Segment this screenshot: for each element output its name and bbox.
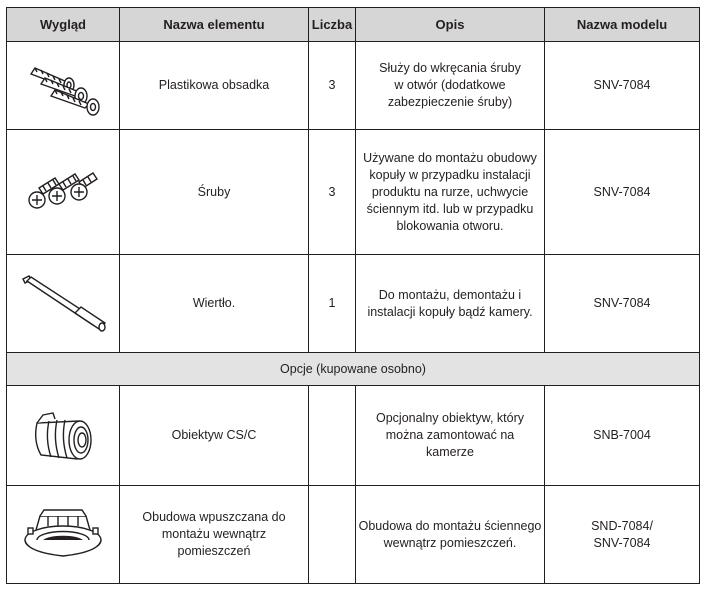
description-text: Obudowa do montażu ściennego wewnątrz po… <box>358 518 542 550</box>
header-item-name: Nazwa elementu <box>119 7 309 42</box>
item-model: SND-7084/ SNV-7084 <box>544 485 700 584</box>
lens-icon <box>34 411 92 460</box>
item-name: Obiektyw CS/C <box>119 385 309 486</box>
item-count <box>308 485 356 584</box>
appearance-cell <box>6 41 120 130</box>
item-model: SNV-7084 <box>544 254 700 353</box>
item-count: 3 <box>308 129 356 255</box>
appearance-cell <box>6 254 120 353</box>
item-description: Do montażu, demontażu i instalacji kopuł… <box>355 254 545 353</box>
item-count: 1 <box>308 254 356 353</box>
header-description: Opis <box>355 7 545 42</box>
header-appearance: Wygląd <box>6 7 120 42</box>
plastic-anchor-icon <box>29 66 100 116</box>
item-description: Używane do montażu obudowy kopuły w przy… <box>355 129 545 255</box>
options-header-row: Opcje (kupowane osobno) <box>6 352 700 386</box>
item-name: Wiertło. <box>119 254 309 353</box>
item-model: SNB-7004 <box>544 385 700 486</box>
item-count: 3 <box>308 41 356 130</box>
drill-bit-icon <box>22 274 107 332</box>
table-row: Plastikowa obsadka 3 Służy do wkręcania … <box>6 41 700 130</box>
appearance-cell <box>6 485 120 584</box>
table-row: Wiertło. 1 Do montażu, demontażu i insta… <box>6 254 700 353</box>
item-model-text: SND-7084/ SNV-7084 <box>591 518 653 550</box>
appearance-cell <box>6 129 120 255</box>
item-name: Plastikowa obsadka <box>119 41 309 130</box>
table-row: Obudowa wpuszczana do montażu wewnątrz p… <box>6 485 700 584</box>
item-description: Obudowa do montażu ściennego wewnątrz po… <box>355 485 545 584</box>
item-count <box>308 385 356 486</box>
description-text: Używane do montażu obudowy kopuły w przy… <box>363 150 537 233</box>
item-model: SNV-7084 <box>544 41 700 130</box>
item-name: Śruby <box>119 129 309 255</box>
flush-mount-housing-icon <box>24 508 102 557</box>
appearance-cell <box>6 385 120 486</box>
item-description: Służy do wkręcania śruby w otwór (dodatk… <box>355 41 545 130</box>
description-text: Służy do wkręcania śruby w otwór (dodatk… <box>379 61 521 109</box>
table-row: Obiektyw CS/C Opcjonalny obiektyw, który… <box>6 385 700 486</box>
header-count: Liczba <box>308 7 356 42</box>
item-model: SNV-7084 <box>544 129 700 255</box>
item-name: Obudowa wpuszczana do montażu wewnątrz p… <box>119 485 309 584</box>
header-model-name: Nazwa modelu <box>544 7 700 42</box>
description-text: Opcjonalny obiektyw, który można zamonto… <box>376 411 524 459</box>
item-name-text: Obudowa wpuszczana do montażu wewnątrz p… <box>142 510 286 558</box>
table-header-row: Wygląd Nazwa elementu Liczba Opis Nazwa … <box>6 7 700 42</box>
description-text: Do montażu, demontażu i instalacji kopuł… <box>367 287 533 319</box>
table-row: Śruby 3 Używane do montażu obudowy kopuł… <box>6 129 700 255</box>
options-header: Opcje (kupowane osobno) <box>6 352 700 386</box>
item-description: Opcjonalny obiektyw, który można zamonto… <box>355 385 545 486</box>
screws-icon <box>28 172 98 209</box>
accessories-table: Wygląd Nazwa elementu Liczba Opis Nazwa … <box>6 7 700 584</box>
